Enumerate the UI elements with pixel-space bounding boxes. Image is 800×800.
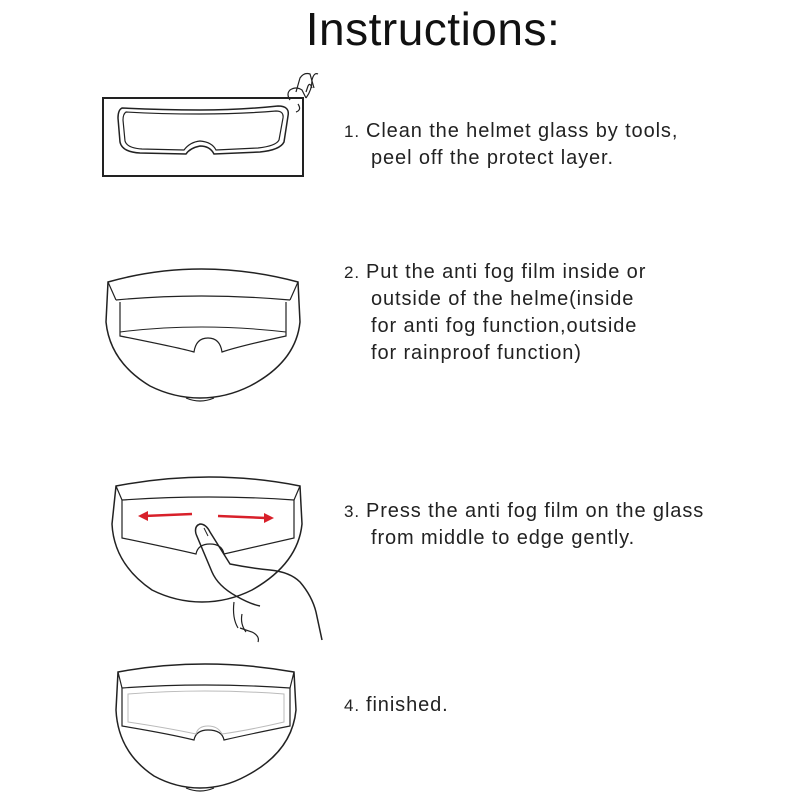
pressing-hand-icon bbox=[194, 523, 323, 643]
step-number: 2. bbox=[344, 263, 360, 282]
step-1: 1. Clean the helmet glass by tools, peel … bbox=[344, 118, 678, 172]
page-title: Instructions: bbox=[305, 3, 561, 55]
step-line: finished. bbox=[366, 694, 449, 716]
step-line: for rainproof function) bbox=[371, 342, 582, 364]
helmet-visor-icon bbox=[105, 268, 301, 402]
step-line: Put the anti fog film inside or bbox=[366, 261, 647, 283]
step-number: 4. bbox=[344, 696, 360, 715]
peel-hand-icon bbox=[287, 72, 319, 113]
step-number: 1. bbox=[344, 122, 360, 141]
step-line: Press the anti fog film on the glass bbox=[366, 500, 705, 522]
helmet-visor-icon bbox=[115, 663, 297, 792]
step-2: 2. Put the anti fog film inside or outsid… bbox=[344, 259, 646, 367]
spread-arrows-icon bbox=[138, 511, 274, 523]
step-line: for anti fog function,outside bbox=[371, 315, 638, 337]
step-4: 4. finished. bbox=[344, 692, 449, 719]
anti-fog-film-sheet-icon bbox=[102, 72, 319, 177]
step-line: Clean the helmet glass by tools, bbox=[366, 120, 679, 142]
step-line: peel off the protect layer. bbox=[371, 147, 614, 169]
step-line: outside of the helme(inside bbox=[371, 288, 635, 310]
helmet-visor-icon bbox=[111, 476, 323, 643]
step-3: 3. Press the anti fog film on the glass f… bbox=[344, 498, 704, 552]
step-number: 3. bbox=[344, 502, 360, 521]
step-line: from middle to edge gently. bbox=[371, 527, 636, 549]
